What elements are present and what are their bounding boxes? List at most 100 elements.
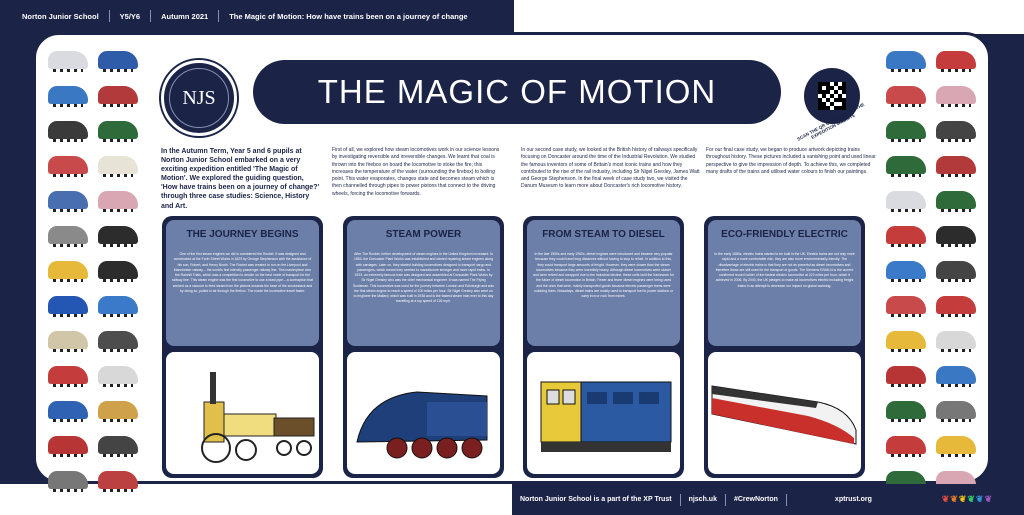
- card-text: After The Rocket, further development of…: [347, 248, 500, 346]
- train-drawing: [886, 401, 926, 422]
- train-drawing: [48, 51, 88, 72]
- rocket-locomotive-illustration: [166, 352, 319, 474]
- card-eco-friendly-electric: ECO-FRIENDLY ELECTRIC In the early 1880s…: [704, 216, 865, 478]
- trust-website-link[interactable]: xptrust.org: [834, 496, 872, 503]
- qr-code-badge[interactable]: SCAN THE QR CODE TO VISIT THE EXPEDITION…: [791, 55, 873, 142]
- train-drawing: [48, 156, 88, 177]
- butterfly-icon: ❦: [941, 494, 950, 504]
- card-text: One of the first steam engines we did is…: [166, 248, 319, 346]
- card-title: STEAM POWER: [347, 220, 500, 248]
- card-journey-begins: THE JOURNEY BEGINS One of the first stea…: [162, 216, 323, 478]
- top-right-area: [514, 0, 1024, 34]
- train-drawing: [98, 86, 138, 107]
- separator: [108, 10, 110, 22]
- separator: [724, 493, 726, 506]
- main-title: THE MAGIC OF MOTION: [317, 73, 717, 110]
- train-drawing: [48, 191, 88, 212]
- train-drawing: [98, 331, 138, 352]
- train-drawing: [886, 86, 926, 107]
- train-drawing: [886, 261, 926, 282]
- card-text: In the late 1950s and early 1960s, diese…: [527, 248, 680, 346]
- expedition-title: The Magic of Motion: How have trains bee…: [229, 11, 468, 21]
- train-drawing: [886, 191, 926, 212]
- train-drawing: [936, 191, 976, 212]
- butterfly-logo-row: ❦ ❦ ❦ ❦ ❦ ❦: [942, 494, 992, 505]
- train-drawing: [886, 121, 926, 142]
- train-drawing: [936, 261, 976, 282]
- bottom-left-area: [0, 484, 512, 515]
- butterfly-icon: ❦: [958, 494, 967, 504]
- butterfly-icon: ❦: [975, 494, 984, 504]
- train-drawing: [98, 401, 138, 422]
- train-drawing: [886, 51, 926, 72]
- hashtag: #CrewNorton: [733, 496, 778, 503]
- train-drawing: [936, 121, 976, 142]
- train-drawing: [936, 296, 976, 317]
- train-drawing: [98, 261, 138, 282]
- butterfly-icon: ❦: [967, 494, 975, 504]
- train-drawing: [936, 86, 976, 107]
- train-drawing: [48, 331, 88, 352]
- year-group: Y5/Y6: [119, 11, 141, 21]
- train-drawing: [886, 331, 926, 352]
- separator: [679, 493, 681, 506]
- trust-statement: Norton Junior School is a part of the XP…: [520, 496, 672, 503]
- right-train-gallery: [886, 45, 980, 497]
- mallard-locomotive-illustration: [347, 352, 500, 474]
- school-logo: NJS: [161, 60, 237, 136]
- poster-board: NJS THE MAGIC OF MOTION SCAN THE QR CODE…: [33, 32, 991, 492]
- card-title: ECO-FRIENDLY ELECTRIC: [708, 220, 861, 248]
- electric-train-illustration: [708, 352, 861, 474]
- train-drawing: [936, 331, 976, 352]
- train-drawing: [48, 366, 88, 387]
- train-drawing: [98, 226, 138, 247]
- train-drawing: [48, 121, 88, 142]
- butterfly-icon: ❦: [950, 494, 958, 504]
- train-drawing: [98, 471, 138, 492]
- main-title-banner: THE MAGIC OF MOTION: [253, 60, 781, 124]
- train-drawing: [886, 366, 926, 387]
- butterfly-icon: ❦: [984, 494, 992, 504]
- train-drawing: [936, 366, 976, 387]
- left-train-gallery: [48, 45, 142, 497]
- train-drawing: [48, 296, 88, 317]
- train-drawing: [936, 51, 976, 72]
- card-text: In the early 1880s, electric trains star…: [708, 248, 861, 346]
- separator: [218, 10, 220, 22]
- train-drawing: [936, 156, 976, 177]
- diesel-locomotive-illustration: [527, 352, 680, 474]
- train-drawing: [936, 436, 976, 457]
- intro-paragraph-1: In the Autumn Term, Year 5 and 6 pupils …: [161, 148, 320, 210]
- train-drawing: [98, 436, 138, 457]
- train-drawing: [886, 296, 926, 317]
- train-drawing: [886, 436, 926, 457]
- term: Autumn 2021: [161, 11, 209, 21]
- intro-paragraph-art: For our final case study, we began to pr…: [706, 147, 876, 175]
- train-drawing: [48, 261, 88, 282]
- train-drawing: [936, 226, 976, 247]
- train-drawing: [98, 51, 138, 72]
- train-drawing: [936, 401, 976, 422]
- top-bar: Norton Junior School Y5/Y6 Autumn 2021 T…: [0, 0, 536, 32]
- train-drawing: [98, 121, 138, 142]
- card-steam-to-diesel: FROM STEAM TO DIESEL In the late 1950s a…: [523, 216, 684, 478]
- train-drawing: [98, 296, 138, 317]
- train-drawing: [98, 366, 138, 387]
- card-title: THE JOURNEY BEGINS: [166, 220, 319, 248]
- train-drawing: [48, 86, 88, 107]
- train-drawing: [48, 471, 88, 492]
- train-drawing: [48, 436, 88, 457]
- card-title: FROM STEAM TO DIESEL: [527, 220, 680, 248]
- train-drawing: [48, 401, 88, 422]
- separator: [150, 10, 152, 22]
- train-drawing: [886, 156, 926, 177]
- school-website-link[interactable]: njsch.uk: [688, 496, 717, 503]
- train-drawing: [98, 191, 138, 212]
- qr-code-icon: [818, 82, 846, 110]
- card-steam-power: STEAM POWER After The Rocket, further de…: [343, 216, 504, 478]
- train-drawing: [98, 156, 138, 177]
- qr-circle: [804, 68, 860, 124]
- footer-bar: Norton Junior School is a part of the XP…: [512, 484, 1024, 515]
- intro-paragraph-history: In our second case study, we looked at t…: [521, 147, 700, 190]
- train-drawing: [48, 226, 88, 247]
